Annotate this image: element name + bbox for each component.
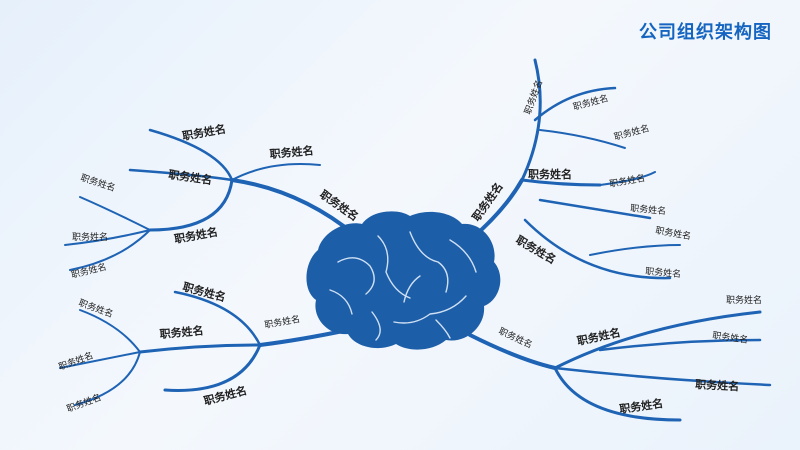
branch-lr-1 — [553, 310, 762, 370]
branch-ur-4 — [520, 178, 602, 187]
branch-ll-2 — [138, 343, 262, 354]
page-title: 公司组织架构图 — [639, 22, 772, 43]
branch-ul-2 — [231, 163, 321, 181]
branch-ul-5 — [79, 196, 151, 231]
branch-ur-8 — [589, 244, 681, 256]
branch-lr-4 — [553, 366, 682, 422]
branch-ur-6 — [599, 171, 656, 186]
branch-ul-3 — [128, 168, 234, 182]
branch-ll-5 — [59, 351, 141, 369]
node-label: 职务姓名 — [608, 172, 646, 190]
branch-ul-6 — [64, 229, 151, 246]
branch-ur-3 — [539, 129, 626, 149]
branch-ul-1 — [148, 128, 234, 182]
node-label: 职务姓名 — [695, 377, 740, 393]
branch-ur-7 — [523, 218, 672, 280]
branch-ll-6 — [74, 351, 141, 406]
branch-lr-3 — [553, 366, 772, 387]
branch-ll-4 — [79, 309, 141, 353]
branch-ur-1 — [520, 58, 542, 182]
node-label: 职务姓名 — [65, 391, 103, 415]
node-label: 职务姓名 — [654, 224, 692, 242]
node-label: 职务姓名 — [168, 167, 214, 187]
node-label: 职务姓名 — [712, 329, 749, 346]
branch-ul-7 — [69, 229, 151, 271]
node-label: 职务姓名 — [72, 231, 108, 243]
branch-main-ul — [230, 178, 357, 237]
node-label: 职务姓名 — [469, 180, 506, 224]
node-label: 职务姓名 — [269, 143, 314, 161]
node-label: 职务姓名 — [70, 261, 108, 281]
node-label: 职务姓名 — [159, 323, 204, 341]
branch-ul-4 — [148, 178, 234, 232]
node-label: 职务姓名 — [497, 325, 535, 351]
brain-icon — [306, 211, 501, 350]
node-label: 职务姓名 — [613, 122, 651, 143]
node-label: 职务姓名 — [317, 187, 361, 224]
branch-main-lr — [468, 333, 557, 370]
node-label: 职务姓名 — [645, 265, 682, 280]
node-label: 职务姓名 — [528, 167, 572, 181]
branch-ur-5 — [538, 198, 652, 220]
node-label: 职务姓名 — [79, 171, 117, 194]
node-label: 职务姓名 — [57, 349, 95, 373]
node-label: 职务姓名 — [181, 122, 227, 143]
branch-ll-3 — [163, 343, 262, 392]
node-label: 职务姓名 — [618, 396, 664, 416]
branch-ur-2 — [533, 86, 617, 122]
node-label: 职务姓名 — [263, 313, 301, 331]
node-label: 职务姓名 — [726, 294, 762, 306]
branches — [59, 58, 772, 422]
branch-lr-2 — [598, 338, 762, 352]
node-label: 职务姓名 — [630, 202, 667, 217]
branch-ll-1 — [173, 290, 262, 347]
node-label: 职务姓名 — [514, 232, 559, 266]
